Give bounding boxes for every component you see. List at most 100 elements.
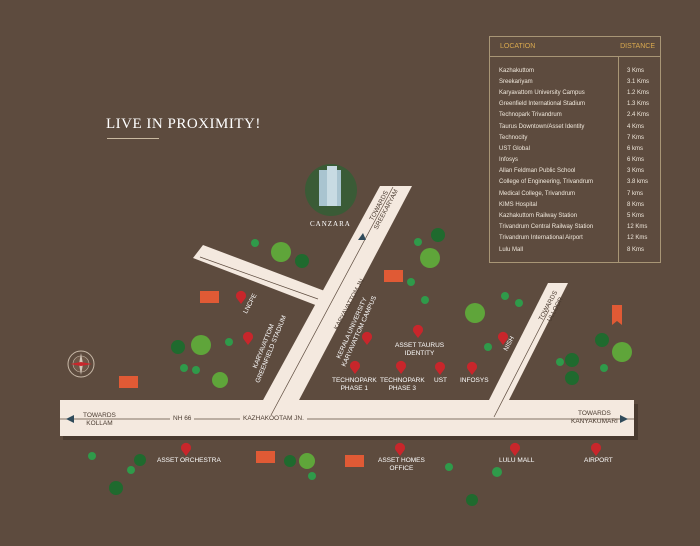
- map-pin-icon: [591, 442, 601, 456]
- distance-cell: 12 Kms: [627, 235, 648, 242]
- tree-icon: [127, 466, 135, 474]
- tree-icon: [191, 335, 211, 355]
- map-pin-icon: [362, 331, 372, 345]
- page-title: LIVE IN PROXIMITY!: [106, 116, 261, 132]
- tree-icon: [600, 364, 608, 372]
- lulu-label: LULU MALL: [499, 457, 535, 464]
- location-cell: Kazhakuttom Railway Station: [499, 213, 578, 220]
- distance-cell: 3.1 Kms: [627, 78, 650, 85]
- kazhakootam-jn-label: KAZHAKOOTAM JN.: [240, 415, 307, 423]
- tree-icon: [225, 338, 233, 346]
- tree-icon: [180, 364, 188, 372]
- location-cell: Allan Feldman Public School: [499, 168, 576, 175]
- tree-icon: [88, 452, 96, 460]
- distance-cell: 5 Kms: [627, 213, 645, 220]
- distance-cell: 8 Kms: [627, 201, 645, 208]
- map-pin-icon: [181, 442, 191, 456]
- tree-icon: [612, 342, 632, 362]
- house-icon: [345, 455, 364, 467]
- distance-cell: 12 Kms: [627, 224, 648, 231]
- road-ulloor: [488, 283, 568, 402]
- location-cell: Lulu Mall: [499, 246, 524, 253]
- distance-header: DISTANCE: [620, 43, 655, 50]
- tree-icon: [466, 494, 478, 506]
- map-pin-icon: [435, 361, 445, 375]
- location-cell: Trivandrum International Airport: [499, 235, 583, 242]
- table-row: College of Engineering, Trivandrum 3.8 km…: [490, 177, 660, 188]
- map-pin-icon: [236, 290, 246, 304]
- tree-icon: [308, 472, 316, 480]
- tree-icon: [212, 372, 228, 388]
- tree-icon: [421, 296, 429, 304]
- tree-icon: [284, 455, 296, 467]
- tree-icon: [295, 254, 309, 268]
- column-divider: [618, 56, 619, 262]
- distance-cell: 2.4 Kms: [627, 112, 650, 119]
- location-cell: UST Global: [499, 145, 530, 152]
- location-cell: College of Engineering, Trivandrum: [499, 179, 594, 186]
- distance-cell: 3.8 kms: [627, 179, 649, 186]
- project-building-icon: [305, 164, 357, 216]
- map-pin-icon: [467, 361, 477, 375]
- technopark1-label: TECHNOPARK PHASE 1: [332, 377, 377, 392]
- distance-cell: 6 Kms: [627, 157, 645, 164]
- table-row: Allan Feldman Public School 3 Kms: [490, 166, 660, 177]
- location-cell: Infosys: [499, 157, 519, 164]
- tree-icon: [465, 303, 485, 323]
- location-cell: Technopark Trivandrum: [499, 112, 562, 119]
- technopark3-label: TECHNOPARK PHASE 3: [380, 377, 425, 392]
- airport-label: AIRPORT: [584, 457, 613, 464]
- tree-icon: [492, 467, 502, 477]
- tree-icon: [431, 228, 445, 242]
- tree-icon: [134, 454, 146, 466]
- tree-icon: [556, 358, 564, 366]
- distance-cell: 3 Kms: [627, 67, 645, 74]
- tree-icon: [171, 340, 185, 354]
- infosys-label: INFOSYS: [460, 377, 489, 384]
- location-cell: Trivandrum Central Railway Station: [499, 224, 594, 231]
- tree-icon: [192, 366, 200, 374]
- location-cell: Technocity: [499, 134, 528, 141]
- table-row: Trivandrum Central Railway Station 12 Kms: [490, 222, 660, 233]
- road-nh66: [60, 400, 634, 436]
- tree-icon: [109, 481, 123, 495]
- project-logo: CANZARA: [310, 220, 351, 228]
- distance-cell: 7 Kms: [627, 134, 645, 141]
- table-row: Kazhakuttom Railway Station 5 Kms: [490, 210, 660, 221]
- distance-cell: 7 kms: [627, 190, 644, 197]
- tree-icon: [501, 292, 509, 300]
- distance-cell: 3 Kms: [627, 168, 645, 175]
- map-pin-icon: [510, 442, 520, 456]
- distance-cell: 8 Kms: [627, 246, 645, 253]
- house-icon: [256, 451, 275, 463]
- ust-label: UST: [434, 377, 447, 384]
- tree-icon: [407, 278, 415, 286]
- tree-icon: [299, 453, 315, 469]
- tree-icon: [420, 248, 440, 268]
- map-pin-icon: [396, 360, 407, 374]
- location-cell: Taurus Downtown/Asset Identity: [499, 123, 585, 130]
- tree-icon: [484, 343, 492, 351]
- tree-icon: [515, 299, 523, 307]
- map-pin-icon: [243, 331, 253, 345]
- taurus-label: ASSET TAURUS IDENTITY: [395, 342, 445, 357]
- table-row: Trivandrum International Airport 12 Kms: [490, 233, 660, 244]
- house-icon: [119, 376, 138, 388]
- tree-icon: [251, 239, 259, 247]
- towards-kollam-label: TOWARDS KOLLAM: [83, 412, 116, 427]
- map-pin-icon: [394, 442, 405, 456]
- table-row: Technocity 7 Kms: [490, 132, 660, 143]
- tree-icon: [271, 242, 291, 262]
- location-cell: Greenfield International Stadium: [499, 101, 586, 108]
- house-icon: [200, 291, 219, 303]
- title-divider: [107, 138, 159, 139]
